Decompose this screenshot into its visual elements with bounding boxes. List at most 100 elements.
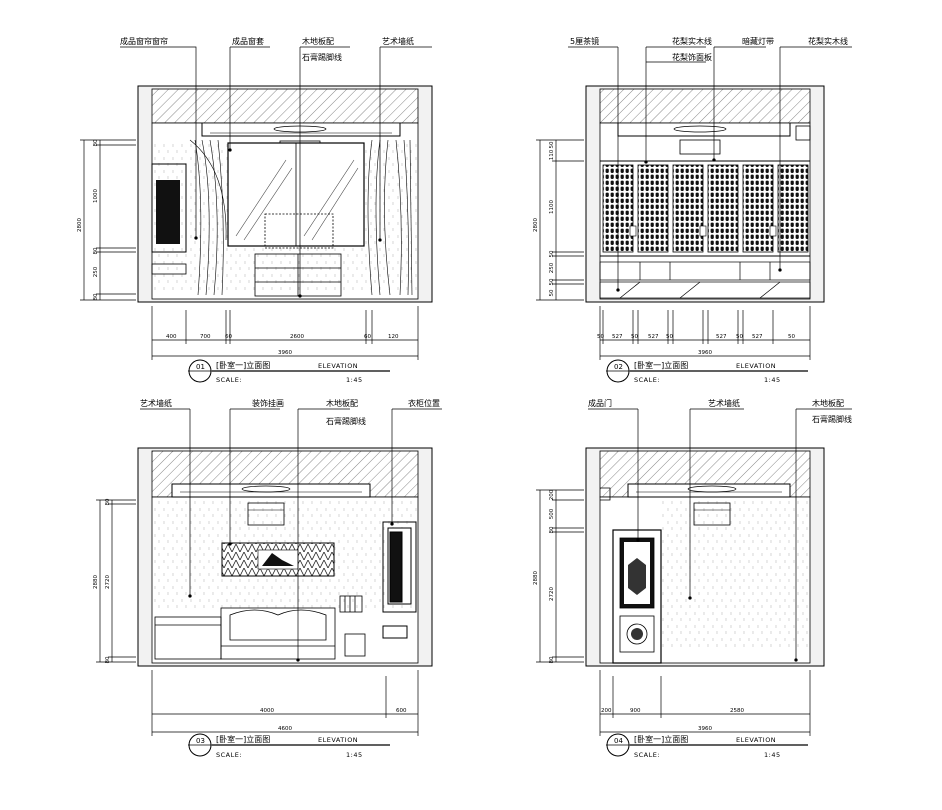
nightstand bbox=[339, 595, 366, 657]
drawing-title-block: 03 [卧室一]立面图 ELEVATION SCALE: 1:45 bbox=[188, 733, 390, 759]
elevation-label: ELEVATION bbox=[736, 736, 776, 744]
ceiling-fan-icon bbox=[241, 485, 291, 526]
callout-label: 木地板配 bbox=[812, 398, 844, 408]
dim-label: 250 bbox=[549, 262, 555, 273]
scale-value: 1:45 bbox=[764, 751, 781, 759]
dim-label: 700 bbox=[200, 334, 211, 340]
callout-label: 艺术墙纸 bbox=[708, 398, 740, 408]
callout-label: 成品窗帘窗帘 bbox=[120, 36, 168, 46]
callout-label: 石膏踢脚线 bbox=[812, 414, 852, 424]
dim-label: 600 bbox=[396, 708, 407, 714]
dim-label: 50 bbox=[597, 334, 604, 340]
callout-label: 5厘茶镜 bbox=[570, 36, 599, 46]
dim-label: 527 bbox=[716, 334, 727, 340]
drawing-title: [卧室一]立面图 bbox=[216, 360, 270, 370]
dim-overall-height: 2880 bbox=[93, 575, 99, 589]
dim-label: 80 bbox=[549, 526, 555, 533]
callout-leaders bbox=[120, 46, 432, 298]
callout-label: 艺术墙纸 bbox=[140, 398, 172, 408]
callout-label: 装饰挂画 bbox=[252, 398, 284, 408]
dim-label: 50 bbox=[788, 334, 795, 340]
dim-overall-width: 4600 bbox=[278, 726, 292, 732]
callout-leaders bbox=[140, 408, 442, 662]
curtain-left bbox=[189, 139, 227, 296]
dim-label: 80 bbox=[93, 247, 99, 254]
ceiling-hatch bbox=[599, 88, 811, 124]
scale-value: 1:45 bbox=[346, 751, 363, 759]
dim-label: 250 bbox=[93, 266, 99, 277]
dim-label: 2600 bbox=[290, 334, 304, 340]
dim-label: 110 bbox=[549, 149, 555, 160]
ceiling-fan-icon bbox=[687, 485, 737, 526]
callout-label: 成品门 bbox=[588, 398, 612, 408]
scale-label: SCALE: bbox=[216, 751, 242, 759]
dim-label: 2580 bbox=[730, 708, 744, 714]
ceiling-fan-icon bbox=[673, 125, 727, 155]
dim-label: 50 bbox=[549, 141, 555, 148]
wardrobe bbox=[382, 521, 417, 639]
scale-label: SCALE: bbox=[216, 376, 242, 384]
dim-overall-height: 2800 bbox=[77, 218, 83, 232]
dresser bbox=[254, 213, 342, 297]
dim-label: 527 bbox=[752, 334, 763, 340]
dim-label: 50 bbox=[549, 250, 555, 257]
dim-label: 120 bbox=[388, 334, 399, 340]
callout-label: 暗藏灯带 bbox=[742, 36, 774, 46]
dim-label: 900 bbox=[630, 708, 641, 714]
callout-label: 艺术墙纸 bbox=[382, 36, 414, 46]
drawing-title-block: 01 [卧室一]立面图 ELEVATION SCALE: 1:45 bbox=[188, 359, 390, 384]
dim-label: 200 bbox=[549, 489, 555, 500]
callout-label: 花梨饰面板 bbox=[672, 52, 712, 62]
dim-label: 50 bbox=[631, 334, 638, 340]
drawing-title-block: 02 [卧室一]立面图 ELEVATION SCALE: 1:45 bbox=[606, 359, 808, 384]
dim-label: 60 bbox=[225, 334, 232, 340]
elevation-label: ELEVATION bbox=[736, 362, 776, 370]
callout-label: 石膏踢脚线 bbox=[302, 52, 342, 62]
dim-label: 200 bbox=[601, 708, 612, 714]
dim-label: 527 bbox=[612, 334, 623, 340]
elevation-03: 艺术墙纸 装饰挂画 木地板配 衣柜位置 石膏踢脚线 2880 80 2720 8… bbox=[93, 398, 442, 759]
callout-label: 木地板配 bbox=[302, 36, 334, 46]
drawing-title: [卧室一]立面图 bbox=[634, 360, 688, 370]
dim-label: 50 bbox=[666, 334, 673, 340]
dim-label: 60 bbox=[364, 334, 371, 340]
cabinet bbox=[151, 163, 187, 253]
dim-overall-width: 3960 bbox=[698, 350, 712, 356]
drawing-number: 03 bbox=[196, 737, 205, 745]
dim-label: 80 bbox=[93, 139, 99, 146]
dim-label: 1100 bbox=[549, 200, 555, 214]
dim-label: 400 bbox=[166, 334, 177, 340]
dim-label: 4000 bbox=[260, 708, 274, 714]
wallpaper-texture bbox=[660, 500, 810, 650]
elevation-label: ELEVATION bbox=[318, 362, 358, 370]
bed bbox=[154, 607, 336, 660]
callout-leaders bbox=[568, 46, 852, 292]
dim-overall-width: 3960 bbox=[278, 350, 292, 356]
callout-label: 花梨实木线 bbox=[808, 36, 848, 46]
drawing-title: [卧室一]立面图 bbox=[216, 734, 270, 744]
dim-label: 1000 bbox=[93, 189, 99, 203]
door bbox=[612, 529, 662, 664]
drawing-title-block: 04 [卧室一]立面图 ELEVATION SCALE: 1:45 bbox=[606, 733, 808, 759]
callout-leaders bbox=[588, 408, 852, 662]
drawing-title: [卧室一]立面图 bbox=[634, 734, 688, 744]
scale-value: 1:45 bbox=[764, 376, 781, 384]
dim-label: 80 bbox=[93, 293, 99, 300]
dim-label: 50 bbox=[549, 278, 555, 285]
drawing-number: 01 bbox=[196, 363, 205, 371]
dim-label: 2720 bbox=[549, 587, 555, 601]
dim-label: 500 bbox=[549, 508, 555, 519]
callout-label: 衣柜位置 bbox=[408, 398, 440, 408]
scale-value: 1:45 bbox=[346, 376, 363, 384]
scale-label: SCALE: bbox=[634, 376, 660, 384]
callout-label: 石膏踢脚线 bbox=[326, 416, 366, 426]
dim-label: 80 bbox=[105, 656, 111, 663]
callout-label: 成品窗套 bbox=[232, 36, 264, 46]
curtain-right bbox=[367, 139, 413, 296]
dim-label: 50 bbox=[549, 289, 555, 296]
dim-overall-width: 3960 bbox=[698, 726, 712, 732]
callout-label: 木地板配 bbox=[326, 398, 358, 408]
dim-label: 80 bbox=[105, 498, 111, 505]
ceiling-hatch bbox=[151, 88, 419, 124]
drawing-number: 04 bbox=[614, 737, 623, 745]
